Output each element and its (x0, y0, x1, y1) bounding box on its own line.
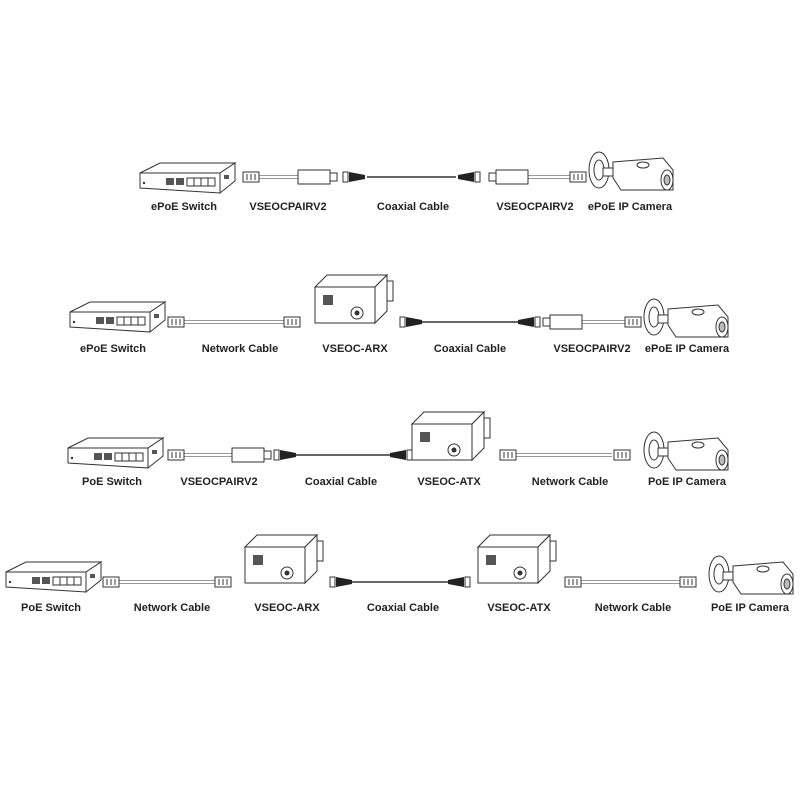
bnc-connector-icon (447, 576, 471, 588)
component-label: ePoE IP Camera (644, 343, 730, 355)
vseoc-converter-icon (244, 534, 324, 584)
component-label: Network Cable (531, 476, 609, 488)
component-label: Coaxial Cable (433, 343, 507, 355)
vseocpairv2-adapter-icon (542, 314, 583, 330)
rj45-connector-icon (167, 316, 185, 328)
bnc-connector-icon (273, 449, 297, 461)
component-label: PoE Switch (82, 476, 142, 488)
ip-camera-icon (708, 555, 794, 595)
component-label: VSEOC-ATX (417, 476, 481, 488)
rj45-connector-icon (167, 449, 185, 461)
bnc-connector-icon (399, 316, 423, 328)
rj45-connector-icon (242, 171, 260, 183)
rj45-connector-icon (102, 576, 120, 588)
component-label: VSEOCPAIRV2 (553, 343, 631, 355)
vseoc-converter-icon (477, 534, 557, 584)
component-label: PoE IP Camera (710, 602, 790, 614)
rj45-connector-icon (283, 316, 301, 328)
component-label: Network Cable (133, 602, 211, 614)
rj45-connector-icon (569, 171, 587, 183)
poe-switch-icon (139, 162, 236, 194)
rj45-connector-icon (214, 576, 232, 588)
component-label: PoE Switch (21, 602, 81, 614)
vseoc-converter-icon (411, 411, 491, 461)
bnc-connector-icon (342, 171, 366, 183)
component-label: Coaxial Cable (376, 201, 450, 213)
rj45-connector-icon (679, 576, 697, 588)
bnc-connector-icon (329, 576, 353, 588)
component-label: PoE IP Camera (647, 476, 727, 488)
ip-camera-icon (643, 298, 729, 338)
component-label: VSEOCPAIRV2 (496, 201, 574, 213)
poe-switch-icon (5, 561, 102, 593)
poe-switch-icon (67, 437, 164, 469)
component-label: Network Cable (594, 602, 672, 614)
component-label: ePoE IP Camera (587, 201, 673, 213)
vseocpairv2-adapter-icon (231, 447, 272, 463)
bnc-connector-icon (517, 316, 541, 328)
component-label: VSEOCPAIRV2 (180, 476, 258, 488)
rj45-connector-icon (624, 316, 642, 328)
component-label: VSEOC-ATX (487, 602, 551, 614)
component-label: VSEOC-ARX (254, 602, 320, 614)
rj45-connector-icon (613, 449, 631, 461)
vseocpairv2-adapter-icon (297, 169, 338, 185)
component-label: VSEOCPAIRV2 (249, 201, 327, 213)
component-label: ePoE Switch (79, 343, 147, 355)
vseoc-converter-icon (314, 274, 394, 324)
rj45-connector-icon (499, 449, 517, 461)
component-label: Network Cable (201, 343, 279, 355)
bnc-connector-icon (457, 171, 481, 183)
rj45-connector-icon (564, 576, 582, 588)
bnc-connector-icon (389, 449, 413, 461)
component-label: ePoE Switch (150, 201, 218, 213)
vseocpairv2-adapter-icon (488, 169, 529, 185)
component-label: VSEOC-ARX (322, 343, 388, 355)
ip-camera-icon (643, 431, 729, 471)
component-label: Coaxial Cable (366, 602, 440, 614)
poe-switch-icon (69, 301, 166, 333)
component-label: Coaxial Cable (304, 476, 378, 488)
ip-camera-icon (588, 151, 674, 191)
